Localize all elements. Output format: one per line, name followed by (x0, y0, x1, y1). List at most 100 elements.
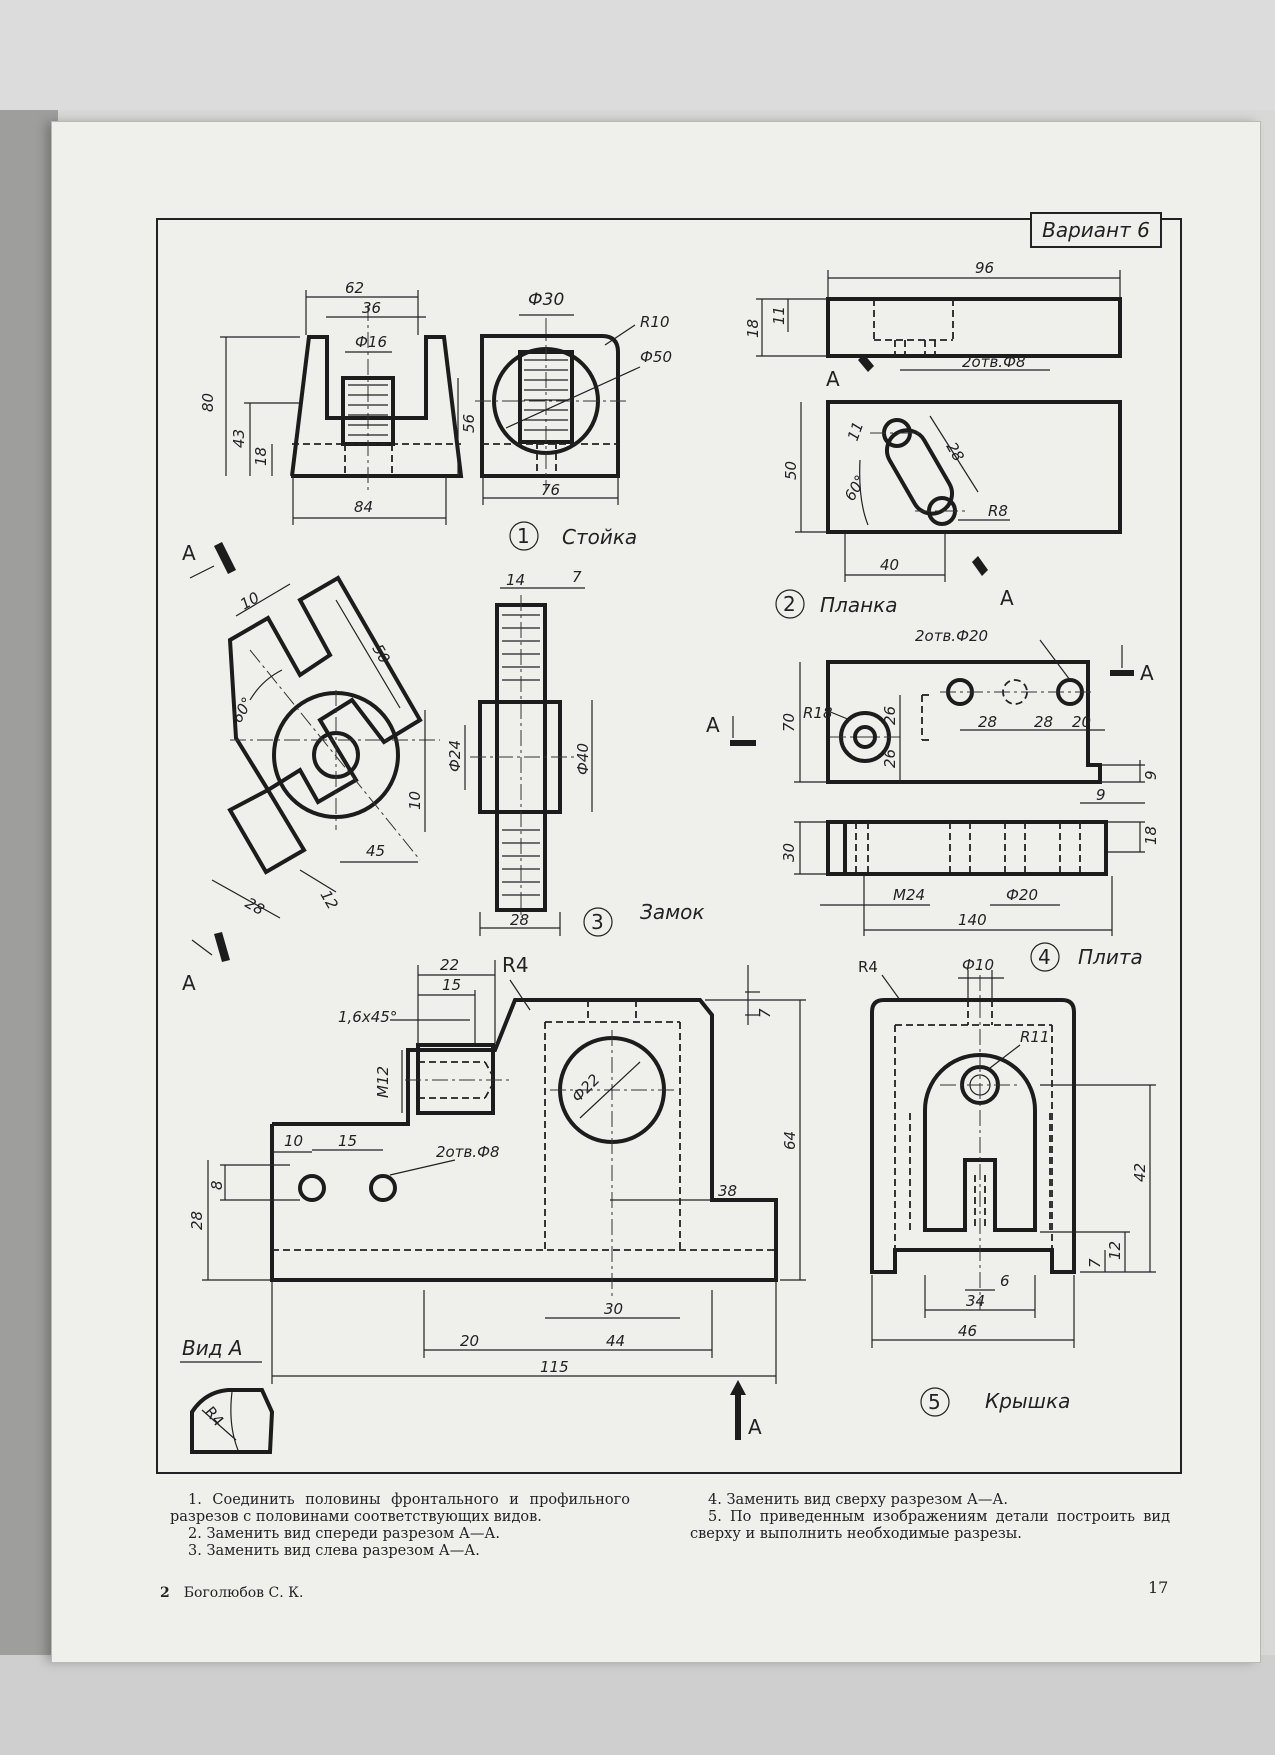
dim-20b: 20 (460, 1332, 479, 1350)
instruction-2: 2. Заменить вид спереди разрезом А—А. (188, 1526, 500, 1542)
instructions-right: 4. Заменить вид сверху разрезом А—А. 5. … (690, 1492, 1170, 1543)
dim-34: 34 (966, 1292, 985, 1310)
dim-22: 22 (440, 956, 459, 974)
part-1-name: Стойка (562, 525, 637, 549)
part-1-number: 1 (517, 524, 530, 548)
dim-38: 38 (718, 1182, 737, 1200)
instruction-1: 1. Соединить половины фронтального и про… (170, 1492, 630, 1525)
book-spine-edge (0, 110, 58, 1655)
dim-60deg: 60° (841, 472, 870, 504)
dim-26a: 26 (881, 706, 899, 725)
dim-10b: 10 (406, 791, 424, 810)
stoika-side-view: Ф30 R10 Ф50 76 1 Стойка (475, 290, 672, 551)
dim-14: 14 (506, 571, 525, 589)
part-4-name: Плита (1078, 945, 1143, 969)
dim-56: 56 (460, 414, 478, 433)
part-4-number: 4 (1038, 945, 1051, 969)
dim-11b: 11 (844, 419, 867, 443)
section-a-left-top: A (182, 541, 196, 565)
dim-140: 140 (958, 911, 987, 929)
dim-f30: Ф30 (528, 290, 564, 310)
dim-f24: Ф24 (446, 740, 464, 772)
dim-6: 6 (1000, 1272, 1010, 1290)
dim-64: 64 (781, 1131, 799, 1150)
dim-f10: Ф10 (962, 956, 994, 974)
dim-80: 80 (199, 393, 217, 412)
book-page (52, 122, 1260, 1662)
dim-30: 30 (780, 843, 798, 862)
dim-2otv-f20: 2отв.Ф20 (915, 627, 988, 645)
zamok-top-view: 10 50 60° 45 10 28 12 (211, 575, 440, 919)
dim-f16: Ф16 (355, 333, 387, 351)
dim-18b: 18 (744, 319, 762, 338)
dim-15a: 15 (442, 976, 461, 994)
section-arrows-zamok: A A (182, 541, 236, 995)
view-a-detail: Вид А R4 (180, 1336, 275, 1454)
drawing-frame (156, 218, 1182, 1474)
part-3-number: 3 (591, 910, 604, 934)
dim-f40: Ф40 (574, 743, 592, 775)
dim-2otv-f8-main: 2отв.Ф8 (436, 1143, 500, 1161)
section-a-plita-right: A (1140, 661, 1154, 685)
dim-r4-main: R4 (502, 953, 529, 977)
dim-30b: 30 (604, 1300, 623, 1318)
planka-views: 96 18 11 2отв.Ф8 A 50 11 28 60° R8 40 A … (744, 259, 1122, 619)
dim-8: 8 (208, 1180, 226, 1190)
plita-views: 2отв.Ф20 R18 70 26 26 28 28 20 9 9 A A 3… (706, 627, 1160, 972)
dim-f20: Ф20 (1006, 886, 1038, 904)
instructions-left: 1. Соединить половины фронтального и про… (170, 1492, 630, 1560)
dim-50b: 50 (369, 641, 394, 667)
part-2-name: Планка (820, 593, 898, 617)
section-a-plita-left: A (706, 713, 720, 737)
section-a-planka-2: A (1000, 586, 1014, 610)
dim-96: 96 (975, 259, 994, 277)
section-a-left-bottom: A (182, 971, 196, 995)
dim-chamfer: 1,6х45° (338, 1008, 397, 1026)
dim-26b: 26 (881, 749, 899, 768)
part-2-number: 2 (783, 592, 796, 616)
scan-bottom-background (0, 1655, 1275, 1755)
dim-44: 44 (606, 1332, 625, 1350)
dim-r4-detail: R4 (201, 1403, 228, 1430)
instruction-4: 4. Заменить вид сверху разрезом А—А. (708, 1492, 1008, 1508)
dim-76: 76 (541, 481, 560, 499)
stoika-front-view: 62 36 Ф16 80 43 18 56 84 (199, 279, 478, 525)
dim-9b: 9 (1096, 786, 1106, 804)
dim-r11: R11 (1020, 1028, 1050, 1046)
dim-r4-kryshka: R4 (858, 958, 878, 976)
page-number: 17 (1148, 1578, 1169, 1597)
dim-9a: 9 (1142, 770, 1160, 780)
dim-42: 42 (1131, 1163, 1149, 1182)
section-a-main: A (748, 1415, 762, 1439)
footer-sheet-number: 2 (160, 1585, 170, 1601)
scan-top-background (0, 0, 1275, 110)
view-a-label: Вид А (182, 1336, 243, 1360)
dim-18: 18 (252, 447, 270, 466)
dim-7: 7 (572, 568, 582, 586)
dim-12: 12 (317, 887, 342, 913)
zamok-side-view: 14 7 Ф24 Ф40 28 3 Замок (446, 568, 704, 937)
kryshka-front-view: R4 Ф10 R11 42 12 7 6 34 46 5 Крышка (858, 956, 1156, 1417)
part-3-name: Замок (640, 900, 704, 924)
main-part-front-view: 22 15 1,6х45° R4 М12 Ф22 7 64 10 15 2отв… (188, 953, 806, 1440)
instruction-3: 3. Заменить вид слева разрезом А—А. (188, 1543, 480, 1559)
dim-10: 10 (237, 588, 263, 613)
dim-15b: 15 (338, 1132, 357, 1150)
dim-43: 43 (230, 429, 248, 448)
part-5-number: 5 (928, 1390, 941, 1414)
dim-20: 20 (1072, 713, 1091, 731)
dim-r18: R18 (803, 704, 833, 722)
dim-40: 40 (880, 556, 899, 574)
dim-m12: М12 (374, 1066, 392, 1098)
variant-label: Вариант 6 (1030, 212, 1162, 248)
dim-50: 50 (782, 461, 800, 480)
dim-46: 46 (958, 1322, 977, 1340)
dim-11: 11 (770, 306, 788, 325)
section-a-planka-1: A (826, 367, 840, 391)
dim-28c: 28 (510, 911, 529, 929)
dim-f50: Ф50 (640, 348, 672, 366)
dim-28e: 28 (1034, 713, 1053, 731)
dim-70: 70 (780, 713, 798, 732)
